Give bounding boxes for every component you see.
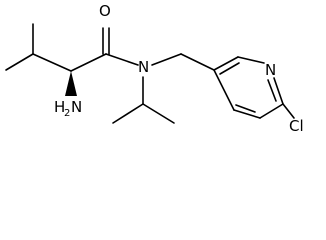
bond-isopropyl-to-alpha bbox=[32, 53, 72, 72]
ring-inner-double-b bbox=[267, 79, 277, 102]
chlorine-label: Cl bbox=[289, 117, 304, 135]
ring-bond-c2-n1 bbox=[237, 56, 265, 64]
amine-h-count: 2 bbox=[64, 108, 70, 119]
ring-bond-c4-c3 bbox=[213, 69, 235, 111]
bond-methyl-left bbox=[5, 53, 34, 71]
molecule-drawing: O N N Cl H 2 N bbox=[5, 2, 304, 135]
bond-n-to-methylene bbox=[151, 53, 182, 66]
amide-nitrogen-label: N bbox=[138, 58, 149, 76]
ring-inner-double-a bbox=[219, 62, 240, 75]
ring-bond-c5-c4 bbox=[233, 109, 261, 119]
ring-nitrogen-label: N bbox=[265, 61, 276, 79]
wedge-bond-alpha-to-amine bbox=[65, 71, 77, 96]
bond-carbonyl-to-amide-n bbox=[105, 53, 139, 66]
structure-diagram: O N N Cl H 2 N bbox=[5, 2, 304, 135]
ring-bond-n1-c6 bbox=[273, 77, 284, 105]
ring-bond-c6-c5 bbox=[259, 103, 284, 119]
ring-inner-double-c bbox=[235, 104, 256, 113]
bond-methylene-to-ring bbox=[180, 53, 215, 71]
oxygen-label: O bbox=[99, 2, 111, 20]
bond-ring-to-chlorine bbox=[282, 103, 295, 119]
amine-n-label: N bbox=[71, 98, 82, 116]
bond-isopropyl-left bbox=[112, 103, 144, 124]
bond-isopropyl-right bbox=[142, 103, 175, 124]
amine-h-label: H bbox=[54, 98, 65, 116]
ring-bond-c3-c2 bbox=[213, 56, 239, 71]
bond-alpha-to-carbonyl bbox=[70, 53, 107, 72]
